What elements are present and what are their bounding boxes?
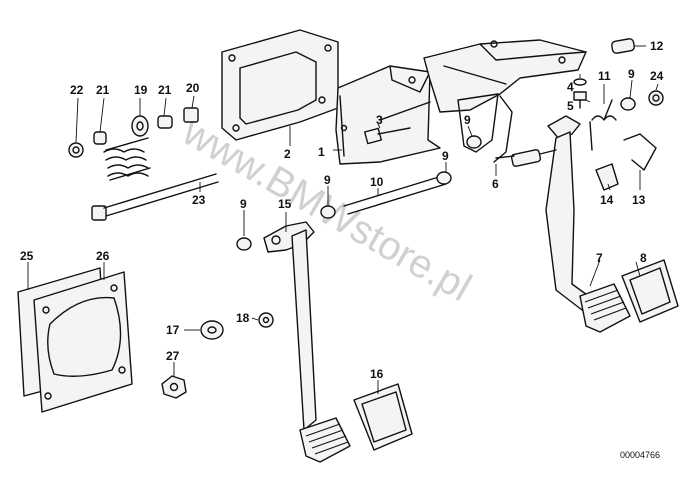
bush-21b <box>157 115 173 129</box>
callout-24: 24 <box>650 69 664 83</box>
callout-4: 4 <box>567 80 574 94</box>
bushing <box>320 205 336 219</box>
callout-9-a: 9 <box>240 197 247 211</box>
clip-bracket <box>595 163 619 191</box>
bolt-20 <box>183 107 199 123</box>
callout-20: 20 <box>186 81 200 95</box>
reference-number: 00004766 <box>620 450 660 460</box>
callout-21-b: 21 <box>158 83 172 97</box>
bushing <box>236 237 252 251</box>
callout-16: 16 <box>370 367 384 381</box>
bearing-19 <box>131 115 149 137</box>
callout-15: 15 <box>278 197 292 211</box>
clutch-pedal-pad <box>299 417 351 463</box>
callout-5: 5 <box>567 99 574 113</box>
callout-27: 27 <box>166 349 180 363</box>
nut-27 <box>161 375 187 399</box>
pedal-bracket <box>335 65 441 165</box>
callout-9-c: 9 <box>442 149 449 163</box>
nut-22 <box>68 142 84 158</box>
gasket-plate <box>221 29 339 141</box>
brake-pedal-pad <box>579 283 631 333</box>
callout-22: 22 <box>70 83 84 97</box>
callout-25: 25 <box>20 249 34 263</box>
upper-mounting-bracket <box>423 39 587 163</box>
bushing <box>620 97 636 111</box>
callout-23: 23 <box>192 193 206 207</box>
callout-3: 3 <box>376 113 383 127</box>
callout-9-d: 9 <box>464 113 471 127</box>
callout-17: 17 <box>166 323 180 337</box>
callout-8: 8 <box>640 251 647 265</box>
callout-9-e: 9 <box>628 67 635 81</box>
callout-14: 14 <box>600 193 614 207</box>
long-pivot-bolt <box>91 173 219 221</box>
callout-13: 13 <box>632 193 646 207</box>
callout-12: 12 <box>650 39 664 53</box>
retaining-clip <box>623 133 657 171</box>
callout-6: 6 <box>492 177 499 191</box>
callout-26: 26 <box>96 249 110 263</box>
callout-labels: 1 2 3 4 5 6 7 8 9 9 9 9 9 10 11 12 13 14… <box>20 39 664 381</box>
pivot-shaft <box>343 175 447 215</box>
bushing <box>466 135 482 149</box>
callout-18: 18 <box>236 311 250 325</box>
over-centre-spring <box>103 137 151 181</box>
pedal-pad-cover <box>353 383 413 451</box>
callout-21-a: 21 <box>96 83 110 97</box>
callout-1: 1 <box>318 145 325 159</box>
callout-2: 2 <box>284 147 291 161</box>
callout-11: 11 <box>598 69 611 83</box>
callout-19: 19 <box>134 83 148 97</box>
brake-light-switch <box>495 149 557 167</box>
return-spring <box>589 99 617 151</box>
callout-9-b: 9 <box>324 173 331 187</box>
callout-10: 10 <box>370 175 384 189</box>
leader-lines <box>27 45 659 394</box>
clutch-pedal <box>263 221 317 431</box>
washer <box>573 78 587 86</box>
brake-pedal <box>545 115 595 311</box>
clip-18 <box>258 312 274 328</box>
screw <box>573 91 587 109</box>
brake-pad-cover <box>621 259 679 323</box>
bushing <box>436 171 452 185</box>
nut <box>648 90 664 106</box>
bush-21 <box>93 131 107 145</box>
sealing-plate <box>33 271 133 413</box>
sleeve <box>611 38 635 54</box>
bolt-3 <box>363 127 411 145</box>
washer-17 <box>200 320 224 340</box>
callout-7: 7 <box>596 251 603 265</box>
